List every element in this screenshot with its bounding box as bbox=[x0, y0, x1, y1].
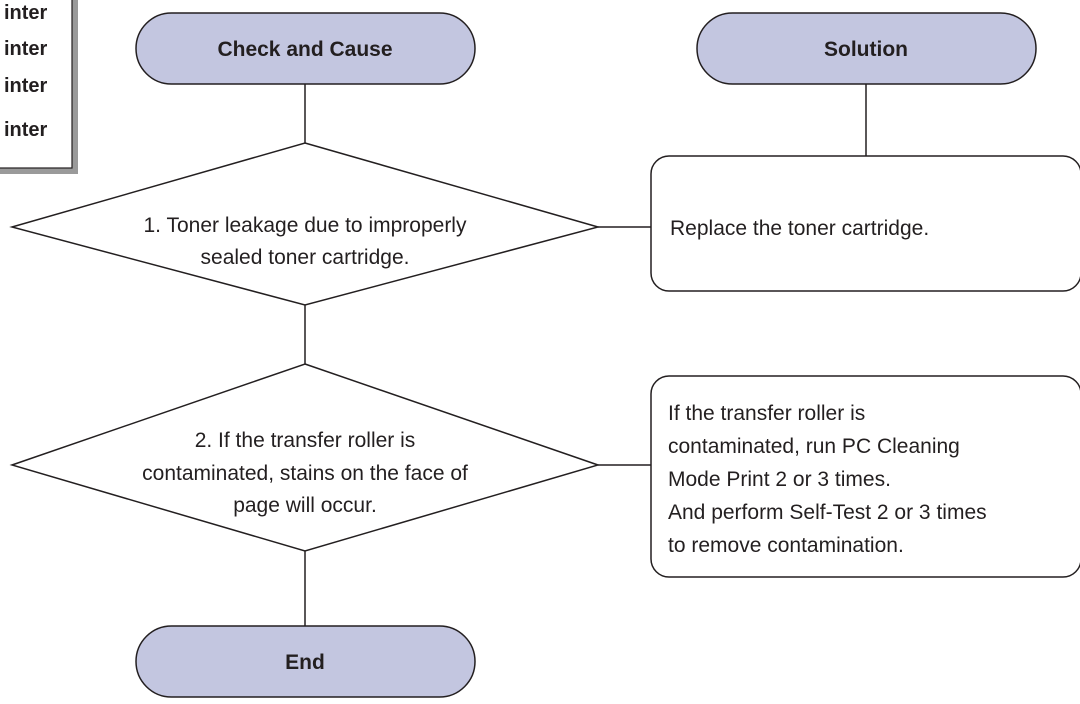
end-terminal-label: End bbox=[285, 651, 325, 674]
solution-1-line-1: Replace the toner cartridge. bbox=[670, 217, 929, 240]
connector-lines bbox=[304, 84, 867, 626]
solution-1-box: Replace the toner cartridge. bbox=[650, 155, 1080, 292]
solution-2-line-1: If the transfer roller is bbox=[668, 402, 865, 425]
decision-2-line-2: contaminated, stains on the face of bbox=[142, 462, 468, 485]
sample-print-thumbnail: inter inter inter inter bbox=[0, 0, 78, 174]
decision-1-line-1: 1. Toner leakage due to improperly bbox=[144, 214, 467, 237]
solution-2-line-4: And perform Self-Test 2 or 3 times bbox=[668, 501, 987, 524]
solution-header-terminal: Solution bbox=[696, 12, 1037, 85]
solution-2-line-3: Mode Print 2 or 3 times. bbox=[668, 468, 891, 491]
solution-2-line-5: to remove contamination. bbox=[668, 534, 904, 557]
solution-2-box: If the transfer roller is contaminated, … bbox=[650, 375, 1080, 578]
thumbnail-text-1: inter bbox=[4, 2, 48, 24]
thumbnail-text-2: inter bbox=[4, 38, 48, 60]
thumbnail-text-4: inter bbox=[4, 119, 48, 141]
start-terminal: Check and Cause bbox=[135, 12, 476, 85]
solution-header-label: Solution bbox=[824, 38, 908, 61]
end-terminal: End bbox=[135, 625, 476, 698]
decision-2-line-3: page will occur. bbox=[233, 494, 377, 517]
start-terminal-label: Check and Cause bbox=[217, 38, 392, 61]
solution-2-line-2: contaminated, run PC Cleaning bbox=[668, 435, 960, 458]
decision-2-line-1: 2. If the transfer roller is bbox=[195, 429, 416, 452]
decision-1-line-2: sealed toner cartridge. bbox=[201, 246, 410, 269]
decision-2: 2. If the transfer roller is contaminate… bbox=[9, 363, 601, 552]
thumbnail-text-3: inter bbox=[4, 75, 48, 97]
decision-1: 1. Toner leakage due to improperly seale… bbox=[9, 142, 601, 306]
